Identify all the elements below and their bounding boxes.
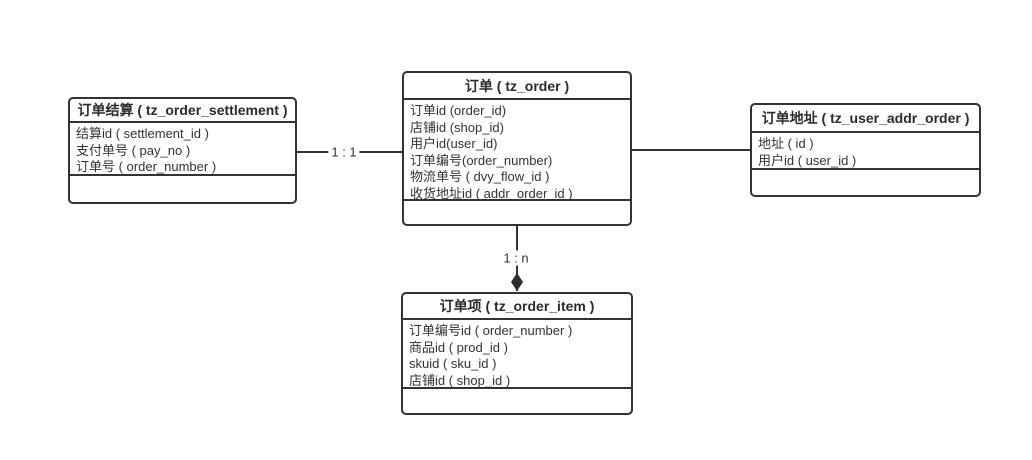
connector-order-addr: [632, 149, 750, 151]
entity-user-addr-order-fields: 地址 ( id ) 用户id ( user_id ): [752, 133, 979, 168]
entity-order-item: 订单项 ( tz_order_item ) 订单编号id ( order_num…: [401, 292, 633, 415]
field-order-id: 订单id (order_id): [410, 103, 507, 118]
field-addr-id: 地址 ( id ): [758, 136, 814, 151]
entity-order-settlement-title: 订单结算 ( tz_order_settlement ): [70, 99, 295, 123]
entity-order-item-title: 订单项 ( tz_order_item ): [403, 294, 631, 320]
field-settlement-id: 结算id ( settlement_id ): [76, 126, 209, 141]
entity-order-title: 订单 ( tz_order ): [404, 73, 630, 100]
entity-order-footer: [404, 199, 630, 224]
field-order-number-id: 订单编号id ( order_number ): [409, 323, 573, 338]
field-dvy-flow-id: 物流单号 ( dvy_flow_id ): [410, 169, 550, 184]
field-sku-id: skuid ( sku_id ): [409, 356, 497, 371]
field-addr-order-id: 收货地址id ( addr_order_id ): [410, 185, 573, 200]
entity-order-fields: 订单id (order_id) 店铺id (shop_id) 用户id(user…: [404, 100, 630, 199]
diamond-arrow-icon: [511, 273, 523, 291]
entity-order-settlement: 订单结算 ( tz_order_settlement ) 结算id ( sett…: [68, 97, 297, 204]
entity-order-settlement-footer: [70, 174, 295, 202]
field-user-id: 用户id ( user_id ): [758, 152, 857, 168]
entity-order-item-fields: 订单编号id ( order_number ) 商品id ( prod_id )…: [403, 320, 631, 387]
entity-user-addr-order: 订单地址 ( tz_user_addr_order ) 地址 ( id ) 用户…: [750, 103, 981, 197]
field-order-number: 订单号 ( order_number ): [76, 159, 217, 174]
connector-order-item-label: 1 : n: [500, 250, 532, 266]
entity-order: 订单 ( tz_order ) 订单id (order_id) 店铺id (sh…: [402, 71, 632, 226]
connector-settlement-order-label: 1 : 1: [328, 144, 360, 160]
field-user-id: 用户id(user_id): [410, 136, 498, 151]
field-order-number: 订单编号(order_number): [410, 152, 553, 168]
field-prod-id: 商品id ( prod_id ): [409, 339, 508, 355]
field-shop-id: 店铺id ( shop_id ): [409, 372, 511, 388]
entity-order-item-footer: [403, 387, 631, 413]
entity-user-addr-order-footer: [752, 168, 979, 195]
entity-user-addr-order-title: 订单地址 ( tz_user_addr_order ): [752, 105, 979, 133]
entity-order-settlement-fields: 结算id ( settlement_id ) 支付单号 ( pay_no ) 订…: [70, 123, 295, 174]
field-pay-no: 支付单号 ( pay_no ): [76, 142, 191, 158]
field-shop-id: 店铺id (shop_id): [410, 119, 504, 135]
